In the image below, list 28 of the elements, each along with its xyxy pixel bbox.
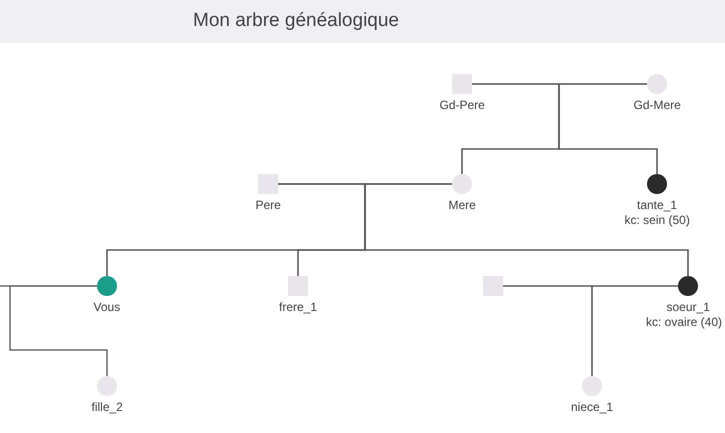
person-name: frere_1 bbox=[279, 300, 318, 314]
person-name: tante_1 bbox=[637, 198, 678, 212]
person-name: fille_2 bbox=[92, 400, 123, 414]
person-name: Mere bbox=[448, 198, 476, 212]
person-square bbox=[452, 74, 472, 94]
person-square bbox=[258, 174, 278, 194]
person-name: niece_1 bbox=[571, 400, 614, 414]
page-title: Mon arbre généalogique bbox=[193, 10, 399, 32]
condition-note: kc: ovaire (40) bbox=[646, 315, 722, 329]
person-circle bbox=[647, 74, 667, 94]
person-square bbox=[483, 276, 503, 296]
person-circle bbox=[97, 376, 117, 396]
person-circle bbox=[647, 174, 667, 194]
descent-line bbox=[558, 83, 658, 174]
person-circle bbox=[97, 276, 117, 296]
descent-line bbox=[9, 285, 108, 376]
person-circle bbox=[452, 174, 472, 194]
person-circle bbox=[582, 376, 602, 396]
person-name: Vous bbox=[94, 300, 120, 314]
condition-note: kc: sein (50) bbox=[624, 213, 690, 227]
person-name: soeur_1 bbox=[666, 300, 710, 314]
person-name: Pere bbox=[256, 198, 281, 212]
person-name: Gd-Mere bbox=[634, 98, 681, 112]
person-circle bbox=[678, 276, 698, 296]
descent-line bbox=[364, 183, 689, 276]
descent-line bbox=[591, 285, 678, 377]
person-square bbox=[288, 276, 308, 296]
person-name: Gd-Pere bbox=[440, 98, 485, 112]
